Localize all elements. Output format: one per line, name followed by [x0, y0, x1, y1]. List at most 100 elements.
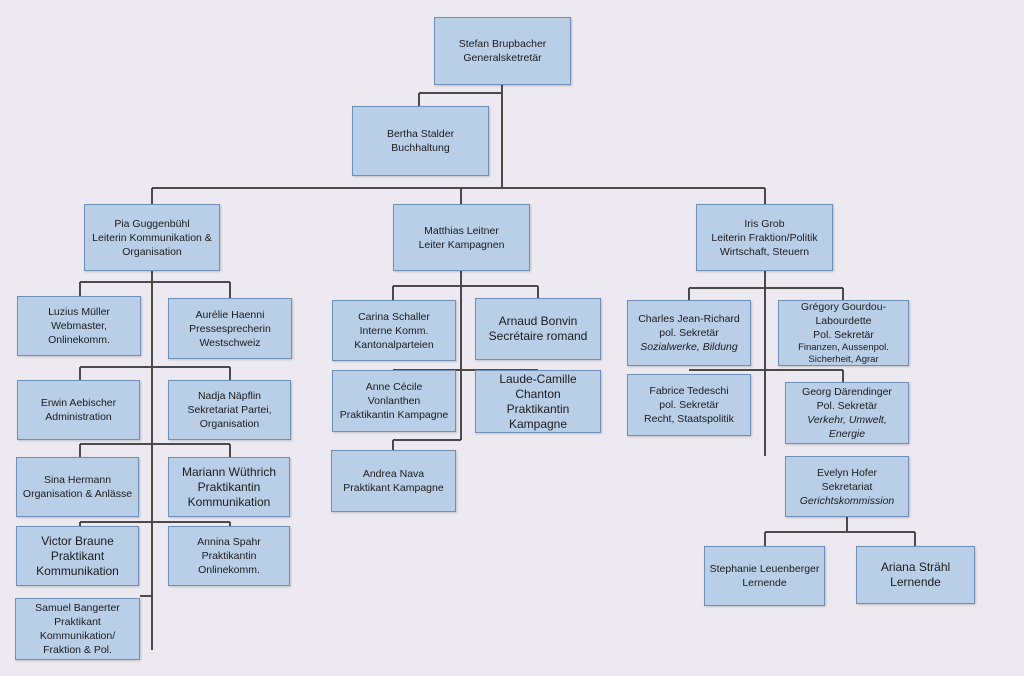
org-node-line: Pressesprecherin — [189, 322, 271, 335]
org-node-line: Victor Braune — [41, 533, 114, 548]
org-node-line: Matthias Leitner — [424, 224, 499, 237]
org-node-line: Finanzen, Aussenpol. — [798, 342, 889, 353]
org-node-line: Iris Grob — [744, 217, 785, 230]
org-node-line: Fraktion & Pol. — [43, 644, 112, 656]
org-node-line: Praktikant — [50, 548, 105, 563]
org-node-line: Praktikantin — [197, 479, 261, 494]
org-node-line: Luzius Müller — [48, 306, 110, 318]
org-node-line: Kommunikation — [187, 494, 271, 509]
org-node-line: Fabrice Tedeschi — [649, 385, 729, 397]
org-node-line: Samuel Bangerter — [35, 602, 120, 614]
org-node-line: Sicherheit, Agrar — [808, 354, 879, 365]
org-node-line: Andrea Nava — [362, 468, 425, 480]
org-node-line: Anne Cécile — [365, 381, 423, 393]
org-node-line: Ariana Strähl — [880, 560, 951, 574]
org-node-line: Leiterin Kommunikation & — [92, 231, 212, 244]
org-node-line: Praktikantin Kampagne — [506, 401, 570, 431]
org-node-line: Laude-Camille Chanton — [499, 371, 577, 401]
org-node-line: Onlinekomm. — [48, 334, 110, 346]
org-node-line: Mariann Wüthrich — [181, 464, 277, 479]
org-node-line: pol. Sekretär — [659, 327, 719, 339]
org-node-line: Carina Schaller — [358, 310, 430, 323]
org-node-line: Stefan Brupbacher — [458, 38, 547, 50]
org-node-line: Charles Jean-Richard — [638, 313, 740, 325]
org-node-line: Onlinekomm. — [198, 564, 260, 576]
org-node-line: Stephanie Leuenberger — [709, 563, 820, 575]
org-node-line: Wirtschaft, Steuern — [719, 245, 810, 258]
org-node-line: Organisation — [122, 245, 182, 258]
org-node-line: Arnaud Bonvin — [498, 314, 578, 328]
org-node-line: Kantonalparteien — [354, 338, 434, 351]
org-node-line: Sozialwerke, Bildung — [640, 341, 738, 353]
org-node-line: Administration — [45, 411, 112, 423]
org-node-line: Praktikantin — [201, 550, 257, 562]
org-node-line: Praktikantin Kampagne — [339, 409, 449, 421]
org-node-line: Praktikant Kampagne — [343, 482, 444, 494]
org-node-line: Aurélie Haenni — [195, 308, 265, 321]
org-node-line: Sekretariat — [821, 480, 873, 493]
org-node-line: Pol. Sekretär — [816, 400, 878, 412]
org-node-line: Labourdette — [815, 315, 872, 327]
org-node-line: Sina Hermann — [43, 474, 112, 486]
org-node-line: Organisation — [199, 418, 260, 430]
org-node-line: Nadja Näpflin — [197, 390, 262, 402]
org-node-line: Secrétaire romand — [488, 329, 588, 343]
org-node-line: Buchhaltung — [391, 142, 450, 154]
org-node-line: Leiterin Fraktion/Politik — [711, 231, 818, 244]
org-node-line: Kommunikation/ — [39, 630, 116, 642]
org-node-line: Grégory Gourdou- — [800, 301, 887, 313]
org-node-line: Lernende — [890, 575, 941, 589]
org-node-line: Vonlanthen — [367, 395, 421, 407]
org-node-line: Erwin Aebischer — [40, 397, 117, 409]
org-node-line: Recht, Staatspolitik — [644, 413, 734, 425]
org-node-line: Kommunikation — [36, 563, 119, 578]
org-node-line: Pol. Sekretär — [813, 329, 874, 341]
org-node-line: Bertha Stalder — [386, 128, 455, 140]
org-node-line: Praktikant — [54, 616, 101, 628]
org-node-line: pol. Sekretär — [659, 399, 719, 411]
org-node-line: Generalsketretär — [463, 52, 542, 64]
org-node-line: Sekretariat Partei, — [187, 404, 272, 416]
org-node-line: Gerichtskommission — [799, 494, 895, 507]
org-node-line: Westschweiz — [199, 336, 261, 349]
org-node-line: Interne Komm. — [359, 324, 429, 337]
org-node-line: Annina Spahr — [197, 536, 261, 548]
org-node-line: Energie — [828, 428, 866, 440]
org-node-line: Evelyn Hofer — [816, 466, 878, 479]
org-node-line: Pia Guggenbühl — [114, 217, 190, 230]
org-node-line: Verkehr, Umwelt, — [807, 414, 887, 426]
org-node-line: Organisation & Anlässe — [22, 488, 133, 500]
org-node-line: Georg Därendinger — [802, 386, 892, 398]
org-node-line: Leiter Kampagnen — [418, 238, 505, 251]
org-node-line: Lernende — [742, 577, 787, 589]
org-node-line: Webmaster, — [51, 320, 107, 332]
